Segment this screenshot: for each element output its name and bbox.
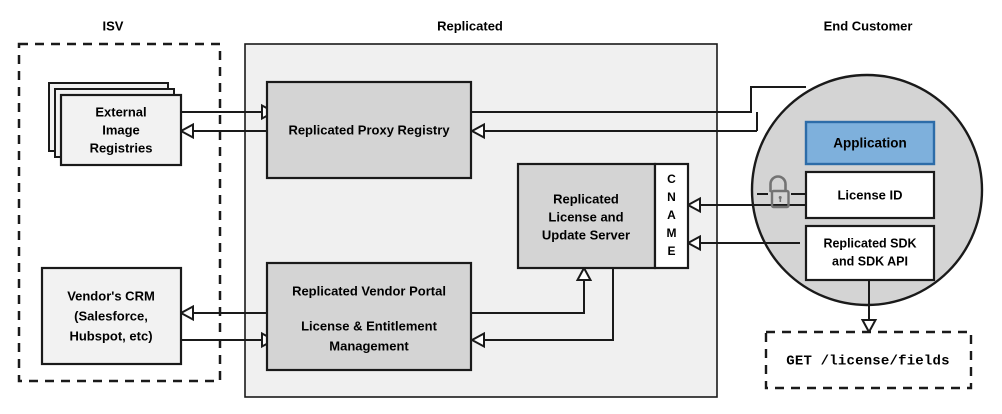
application-label: Application	[833, 136, 907, 151]
section-title-end-customer: End Customer	[824, 18, 913, 33]
arrowhead-vendorportal-to-crm	[178, 304, 194, 322]
replicated-license-update-server-label-2: License and	[548, 209, 623, 224]
vendors-crm-label-2: (Salesforce,	[74, 308, 148, 323]
edge-vendorportal-to-licenseserver	[471, 280, 585, 314]
cname-letter-m: M	[667, 226, 677, 240]
license-id-label: License ID	[837, 187, 902, 202]
edge-layer	[178, 86, 878, 349]
replicated-vendor-portal-label-3: Management	[329, 338, 409, 353]
section-title-isv: ISV	[103, 18, 124, 33]
cname-strip[interactable]	[653, 162, 690, 270]
arrowhead-sdk-to-apicall	[860, 319, 878, 335]
vendors-crm-label-1: Vendor's CRM	[67, 288, 155, 303]
replicated-license-update-server-label-1: Replicated	[553, 191, 619, 206]
external-image-registries[interactable]	[59, 93, 183, 167]
arrowhead-proxy-to-registries	[178, 122, 194, 140]
isv-boundary	[17, 42, 222, 383]
cname-letter-e: E	[667, 244, 675, 258]
unlocked-padlock-icon	[769, 175, 790, 209]
cname-letter-c: C	[667, 172, 676, 186]
section-title-replicated: Replicated	[437, 18, 503, 33]
replicated-license-update-server[interactable]	[516, 162, 657, 270]
arrowhead-application-to-proxy	[469, 122, 485, 140]
edge-proxy-to-application	[471, 86, 806, 113]
external-image-registries-label-1: External	[95, 104, 146, 119]
application-box[interactable]	[804, 120, 936, 166]
replicated-sdk-box[interactable]	[804, 224, 936, 282]
replicated-vendor-portal-label-1: Replicated Vendor Portal	[292, 283, 446, 298]
api-call-box[interactable]	[764, 330, 973, 390]
external-image-registries-label-2: Image	[102, 122, 140, 137]
cname-letter-n: N	[667, 190, 676, 204]
arrowhead-licenseserver-to-vendorportal	[469, 331, 485, 349]
arrowhead-vendorportal-to-licenseserver	[575, 265, 593, 281]
replicated-sdk-label-1: Replicated SDK	[823, 236, 916, 250]
arrowhead-sdk-to-cname	[685, 234, 701, 252]
edge-licenseserver-to-vendorportal	[484, 268, 614, 341]
replicated-vendor-portal-label-2: License & Entitlement	[301, 318, 437, 333]
replicated-proxy-registry[interactable]	[265, 80, 473, 180]
vendors-crm[interactable]	[40, 266, 183, 366]
replicated-sdk-label-2: and SDK API	[832, 254, 908, 268]
vendors-crm-label-3: Hubspot, etc)	[69, 328, 152, 343]
api-call-label: GET /license/fields	[786, 354, 949, 370]
replicated-proxy-registry-label: Replicated Proxy Registry	[288, 122, 450, 137]
cname-letter-a: A	[667, 208, 676, 222]
replicated-license-update-server-label-3: Update Server	[542, 227, 630, 242]
external-image-registries-label-3: Registries	[90, 140, 153, 155]
arrowhead-licenseid-to-cname	[685, 196, 701, 214]
replicated-vendor-portal[interactable]	[265, 261, 473, 372]
